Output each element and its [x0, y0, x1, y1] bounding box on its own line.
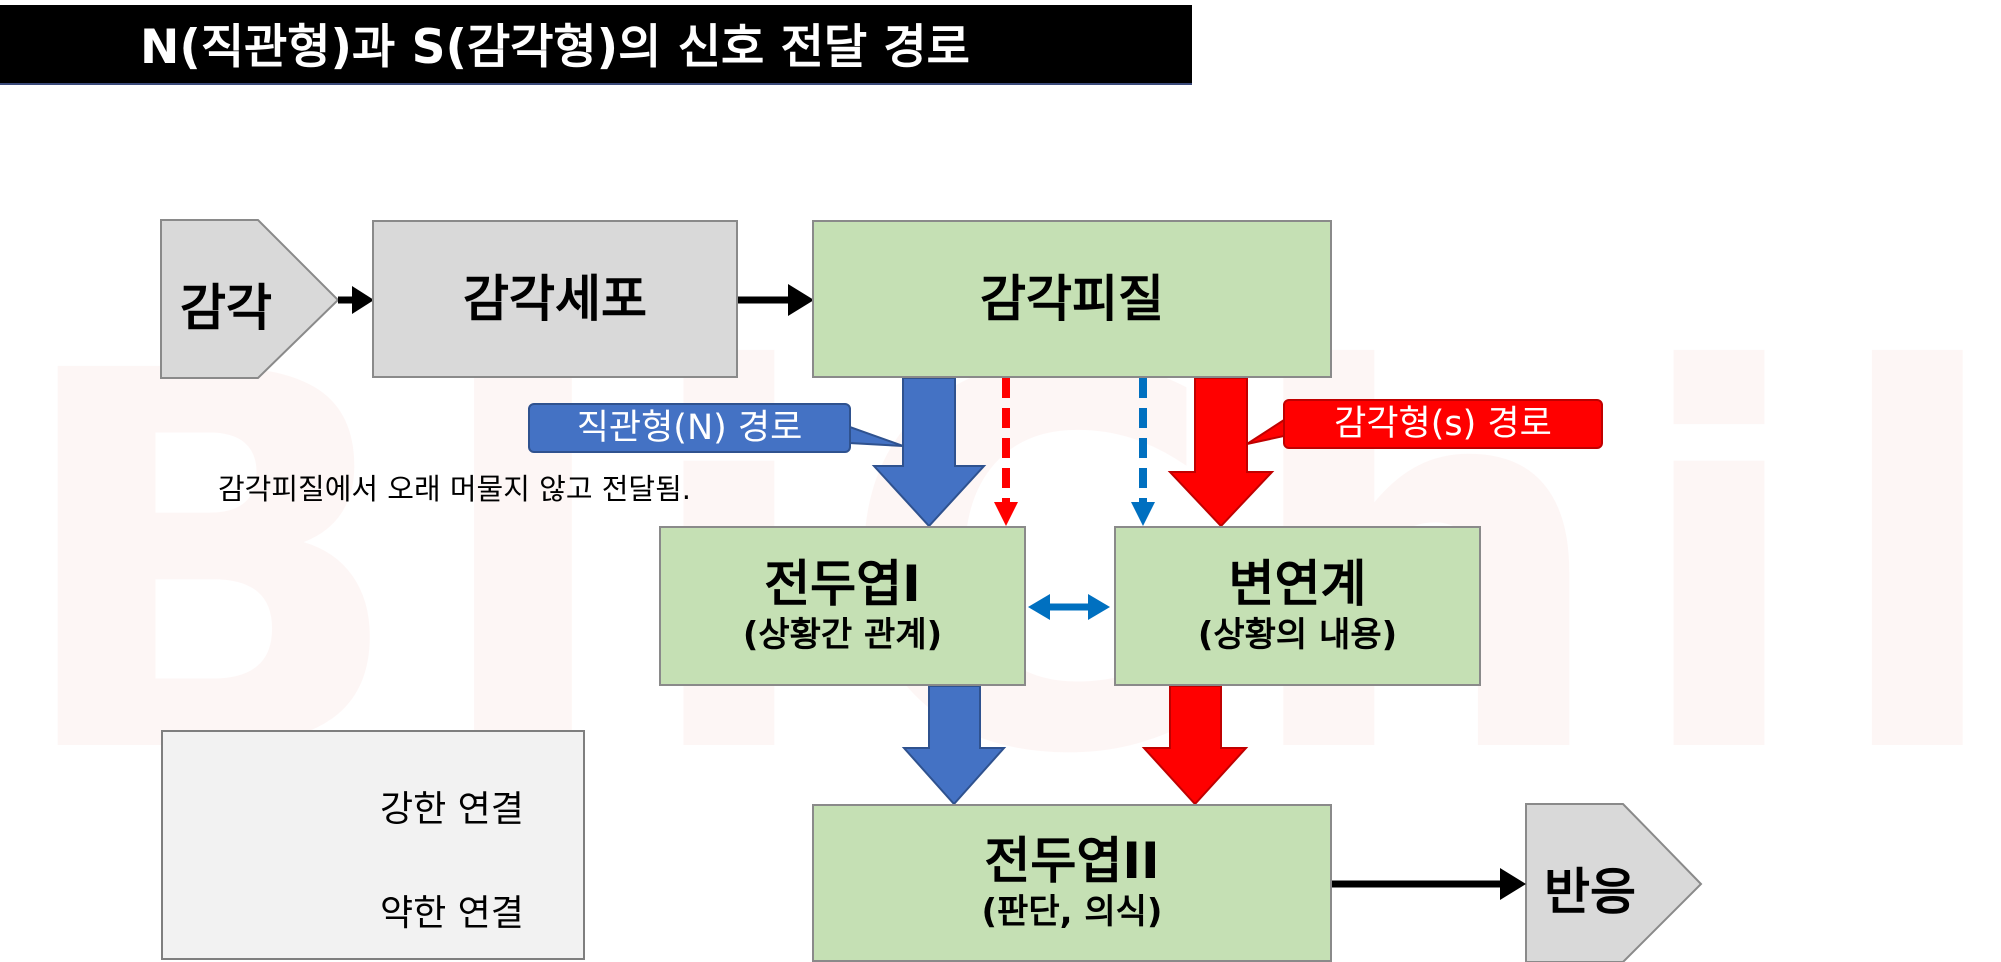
- frontal-lobe-1-label: 전두엽I: [764, 555, 921, 613]
- s-path-callout: [1283, 399, 1603, 449]
- frontal-lobe-2-sublabel: (판단, 의식): [981, 892, 1163, 932]
- n-path-arrow-lower: [901, 685, 1007, 806]
- legend: [161, 730, 585, 960]
- sense-label: 감각: [180, 279, 272, 337]
- n-path-arrow-upper: [871, 377, 987, 528]
- n-path-note: 감각피질에서 오래 머물지 않고 전달됨.: [218, 472, 691, 506]
- title-bar: [0, 5, 1192, 85]
- s-path-callout-text: 감각형(s) 경로: [1334, 404, 1552, 444]
- arrow-cell-to-cortex-head: [788, 284, 814, 316]
- limbic-system-box: 변연계 (상황의 내용): [1114, 526, 1481, 686]
- limbic-system-sublabel: (상황의 내용): [1197, 615, 1398, 655]
- n-path-callout-text: 직관형(N) 경로: [576, 408, 803, 448]
- frontal-lobe-2-box: 전두엽II (판단, 의식): [812, 804, 1332, 962]
- s-path-callout-tail: [1246, 418, 1285, 445]
- response-label: 반응: [1544, 863, 1636, 921]
- s-path-arrow-upper: [1167, 377, 1275, 528]
- sensory-cortex-box: 감각피질: [812, 220, 1332, 378]
- arrow-sense-to-cell-head: [352, 286, 374, 314]
- s-path-arrow-lower: [1141, 685, 1249, 806]
- arrow-frontal2-to-response-head: [1500, 868, 1526, 900]
- bidirectional-link-head-right: [1088, 594, 1110, 620]
- response-pentagon: [1525, 803, 1703, 962]
- n-weak-link-to-limbic-head: [1131, 502, 1155, 526]
- sense-pentagon: [160, 219, 340, 379]
- legend-weak-label: 약한 연결: [380, 893, 524, 934]
- bidirectional-link-head-left: [1028, 594, 1050, 620]
- sensory-cell-label: 감각세포: [463, 270, 647, 328]
- legend-strong-label: 강한 연결: [380, 789, 524, 830]
- n-path-callout: [528, 403, 851, 453]
- frontal-lobe-2-label: 전두엽II: [984, 832, 1160, 890]
- n-path-callout-tail: [849, 425, 904, 447]
- frontal-lobe-1-sublabel: (상황간 관계): [742, 615, 943, 655]
- limbic-system-label: 변연계: [1228, 555, 1367, 613]
- sensory-cortex-label: 감각피질: [980, 270, 1164, 328]
- sensory-cell-box: 감각세포: [372, 220, 738, 378]
- s-weak-link-to-frontal1-head: [994, 502, 1018, 526]
- frontal-lobe-1-box: 전두엽I (상황간 관계): [659, 526, 1026, 686]
- page-title: N(직관형)과 S(감각형)의 신호 전달 경로: [140, 20, 970, 75]
